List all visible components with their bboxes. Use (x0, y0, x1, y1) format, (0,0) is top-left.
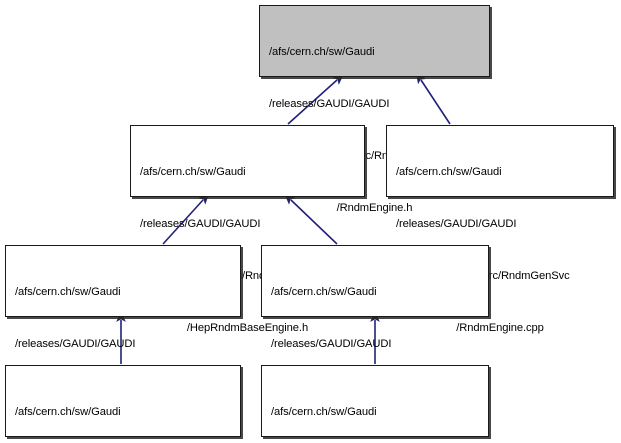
node-heprndmgenerator-h[interactable]: /afs/cern.ch/sw/Gaudi /releases/GAUDI/GA… (261, 245, 489, 443)
node-heprndmengines-cpp[interactable]: /afs/cern.ch/sw/Gaudi /releases/GAUDI/GA… (5, 365, 241, 437)
node-heprndmengine-h[interactable]: /afs/cern.ch/sw/Gaudi /releases/GAUDI/GA… (5, 245, 241, 443)
node-heprndmgenerators-cpp[interactable]: /afs/cern.ch/sw/Gaudi /releases/GAUDI/GA… (261, 365, 489, 437)
node-line: /afs/cern.ch/sw/Gaudi (140, 165, 246, 178)
node-rndmengine-cpp[interactable]: /afs/cern.ch/sw/Gaudi /releases/GAUDI/GA… (386, 125, 614, 334)
node-heprndmbaseengine-h[interactable]: /afs/cern.ch/sw/Gaudi /releases/GAUDI/GA… (130, 125, 365, 334)
node-line: /RndmEngine.h (336, 202, 413, 215)
node-line: /afs/cern.ch/sw/Gaudi (15, 405, 121, 418)
node-line: /RndmEngine.cpp (456, 322, 544, 335)
node-line: /releases/GAUDI/GAUDI (269, 98, 390, 111)
node-line: /afs/cern.ch/sw/Gaudi (15, 285, 121, 298)
node-line: /releases/GAUDI/GAUDI (15, 338, 136, 351)
node-line: /HepRndmBaseEngine.h (186, 322, 309, 335)
node-line: /afs/cern.ch/sw/Gaudi (269, 45, 375, 58)
node-line: /afs/cern.ch/sw/Gaudi (271, 405, 377, 418)
node-line: /releases/GAUDI/GAUDI (396, 218, 517, 231)
node-line: /releases/GAUDI/GAUDI (271, 338, 392, 351)
node-line: /afs/cern.ch/sw/Gaudi (271, 285, 377, 298)
node-line: /afs/cern.ch/sw/Gaudi (396, 165, 502, 178)
node-line: /releases/GAUDI/GAUDI (140, 218, 261, 231)
node-rndmengine-h[interactable]: /afs/cern.ch/sw/Gaudi /releases/GAUDI/GA… (259, 5, 490, 214)
